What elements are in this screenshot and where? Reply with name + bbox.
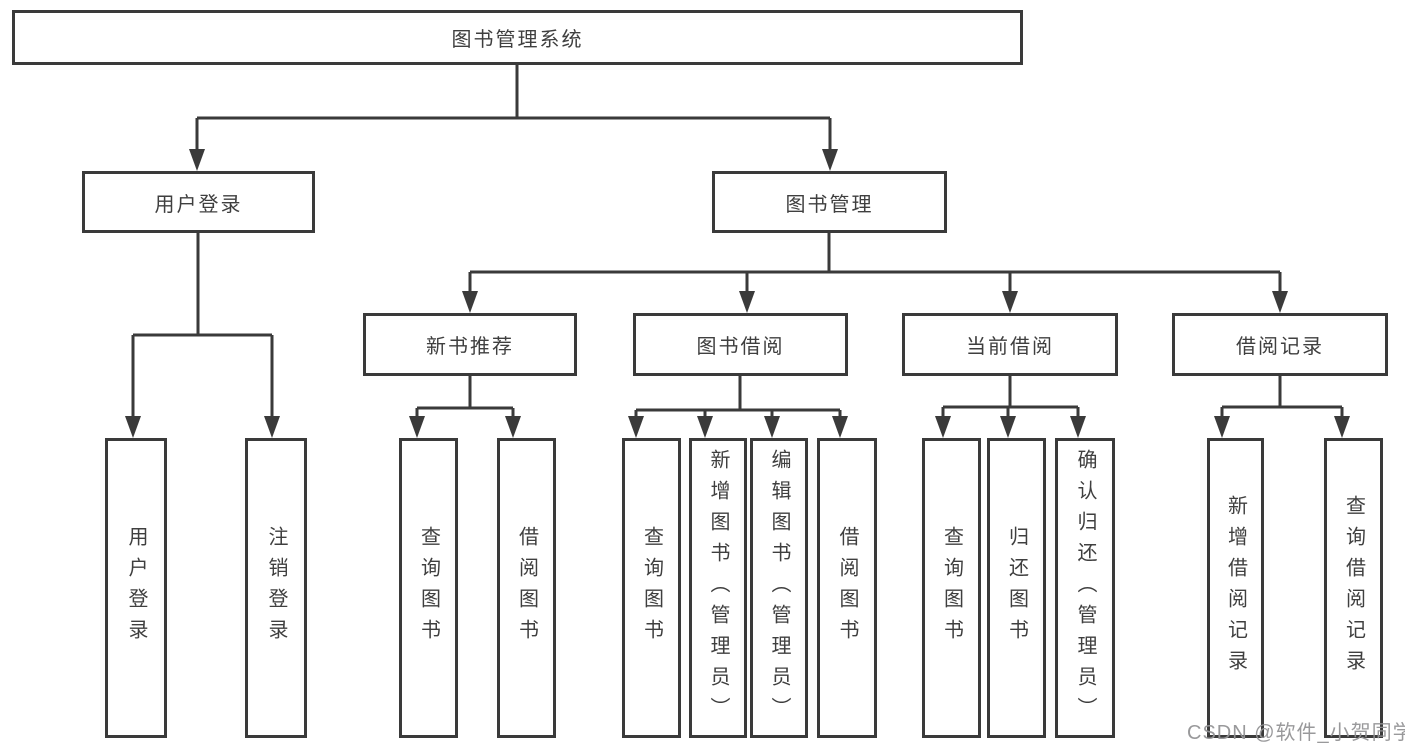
node-borrow-records: 借阅记录 xyxy=(1172,313,1388,376)
node-leaf-current-confirm-admin: 确认归还（管理员） xyxy=(1055,438,1115,738)
leaf-label: 确认归还（管理员） xyxy=(1074,448,1096,728)
leaf-label: 用户登录 xyxy=(125,526,147,650)
node-book-mgmt: 图书管理 xyxy=(712,171,947,233)
node-leaf-user-login: 用户登录 xyxy=(105,438,167,738)
node-borrow-records-label: 借阅记录 xyxy=(1236,336,1324,358)
node-leaf-borrow-edit-admin: 编辑图书（管理员） xyxy=(750,438,808,738)
node-leaf-borrow-add-admin: 新增图书（管理员） xyxy=(689,438,747,738)
node-leaf-newbook-query: 查询图书 xyxy=(399,438,458,738)
node-leaf-newbook-borrow: 借阅图书 xyxy=(497,438,556,738)
leaf-label: 查询图书 xyxy=(640,526,663,650)
node-leaf-current-return: 归还图书 xyxy=(987,438,1046,738)
leaf-label: 归还图书 xyxy=(1005,526,1028,650)
node-book-borrow: 图书借阅 xyxy=(633,313,848,376)
leaf-label: 借阅图书 xyxy=(836,526,858,650)
leaf-label: 新增借阅记录 xyxy=(1224,495,1247,681)
node-leaf-borrow-borrow: 借阅图书 xyxy=(817,438,877,738)
node-current-borrow-label: 当前借阅 xyxy=(966,336,1054,358)
node-book-borrow-label: 图书借阅 xyxy=(696,336,785,358)
csdn-watermark: CSDN @软件_小贺同学 xyxy=(1187,722,1405,744)
leaf-label: 新增图书（管理员） xyxy=(707,448,729,728)
node-leaf-records-query: 查询借阅记录 xyxy=(1324,438,1383,738)
node-leaf-records-add: 新增借阅记录 xyxy=(1207,438,1264,738)
node-leaf-logout: 注销登录 xyxy=(245,438,307,738)
node-current-borrow: 当前借阅 xyxy=(902,313,1118,376)
node-user-login-label: 用户登录 xyxy=(154,193,243,216)
leaf-label: 注销登录 xyxy=(265,526,287,650)
leaf-label: 借阅图书 xyxy=(515,526,538,650)
leaf-label: 编辑图书（管理员） xyxy=(768,448,790,728)
node-leaf-borrow-query: 查询图书 xyxy=(622,438,681,738)
leaf-label: 查询图书 xyxy=(940,526,963,650)
leaf-label: 查询图书 xyxy=(417,526,440,650)
arrowheads xyxy=(125,149,1350,438)
node-new-books: 新书推荐 xyxy=(363,313,577,376)
node-root-label: 图书管理系统 xyxy=(451,29,584,51)
node-new-books-label: 新书推荐 xyxy=(426,336,514,358)
node-user-login: 用户登录 xyxy=(82,171,315,233)
leaf-label: 查询借阅记录 xyxy=(1342,495,1365,681)
node-book-mgmt-label: 图书管理 xyxy=(785,193,874,216)
node-leaf-current-query: 查询图书 xyxy=(922,438,981,738)
node-root: 图书管理系统 xyxy=(12,10,1023,65)
